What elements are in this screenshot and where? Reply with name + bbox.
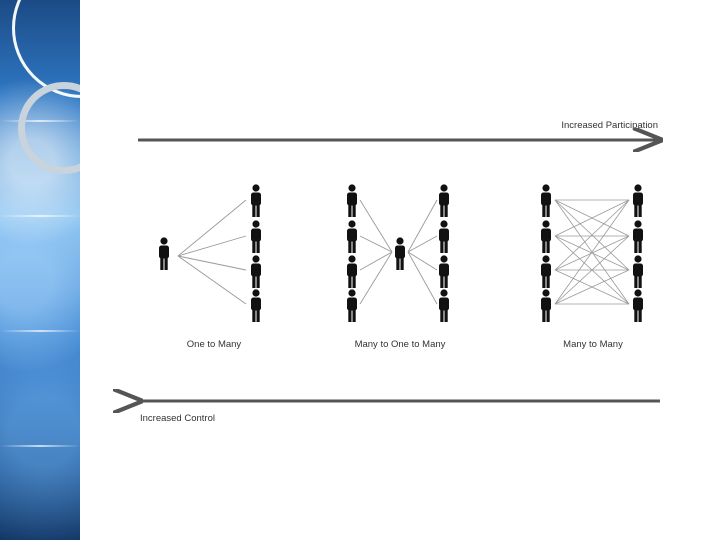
connection-lines: [177, 199, 247, 305]
connection-lines: [359, 199, 438, 305]
person-icon: [633, 289, 643, 322]
person-icon: [439, 184, 449, 217]
mesh-line: [554, 269, 630, 305]
mesh-line: [554, 199, 630, 305]
person-icon: [347, 289, 357, 322]
person-icon: [633, 220, 643, 253]
mesh-line: [554, 199, 630, 237]
one-to-many-model: [159, 184, 261, 322]
bottom-arrow-label: Increased Control: [140, 413, 215, 424]
person-icon: [439, 220, 449, 253]
person-icon: [251, 184, 261, 217]
person-icon: [347, 220, 357, 253]
many-to-one-to-many-model: [347, 184, 449, 322]
person-icon: [633, 255, 643, 288]
person-icon: [251, 220, 261, 253]
light-streak: [0, 445, 80, 447]
mesh-line: [554, 235, 630, 305]
light-streak: [0, 330, 80, 332]
person-icon: [439, 255, 449, 288]
top-arrow-label: Increased Participation: [561, 120, 658, 131]
connection-mesh: [554, 199, 630, 305]
person-icon: [541, 220, 551, 253]
person-icon: [439, 289, 449, 322]
person-icon: [251, 255, 261, 288]
many-to-many-model: [541, 184, 643, 322]
model-label-many-to-one-to-many: Many to One to Many: [355, 339, 446, 350]
person-icon: [633, 184, 643, 217]
person-icon: [347, 255, 357, 288]
person-icon: [347, 184, 357, 217]
person-icon: [541, 289, 551, 322]
model-label-many-to-many: Many to Many: [563, 339, 623, 350]
mesh-line: [554, 199, 630, 271]
person-icon: [541, 255, 551, 288]
mesh-line: [554, 235, 630, 271]
ring-mask: [80, 0, 160, 540]
person-icon: [395, 237, 405, 270]
person-icon: [541, 184, 551, 217]
light-streak: [0, 215, 80, 217]
person-icon: [251, 289, 261, 322]
person-icon: [159, 237, 169, 270]
model-label-one-to-many: One to Many: [187, 339, 242, 350]
